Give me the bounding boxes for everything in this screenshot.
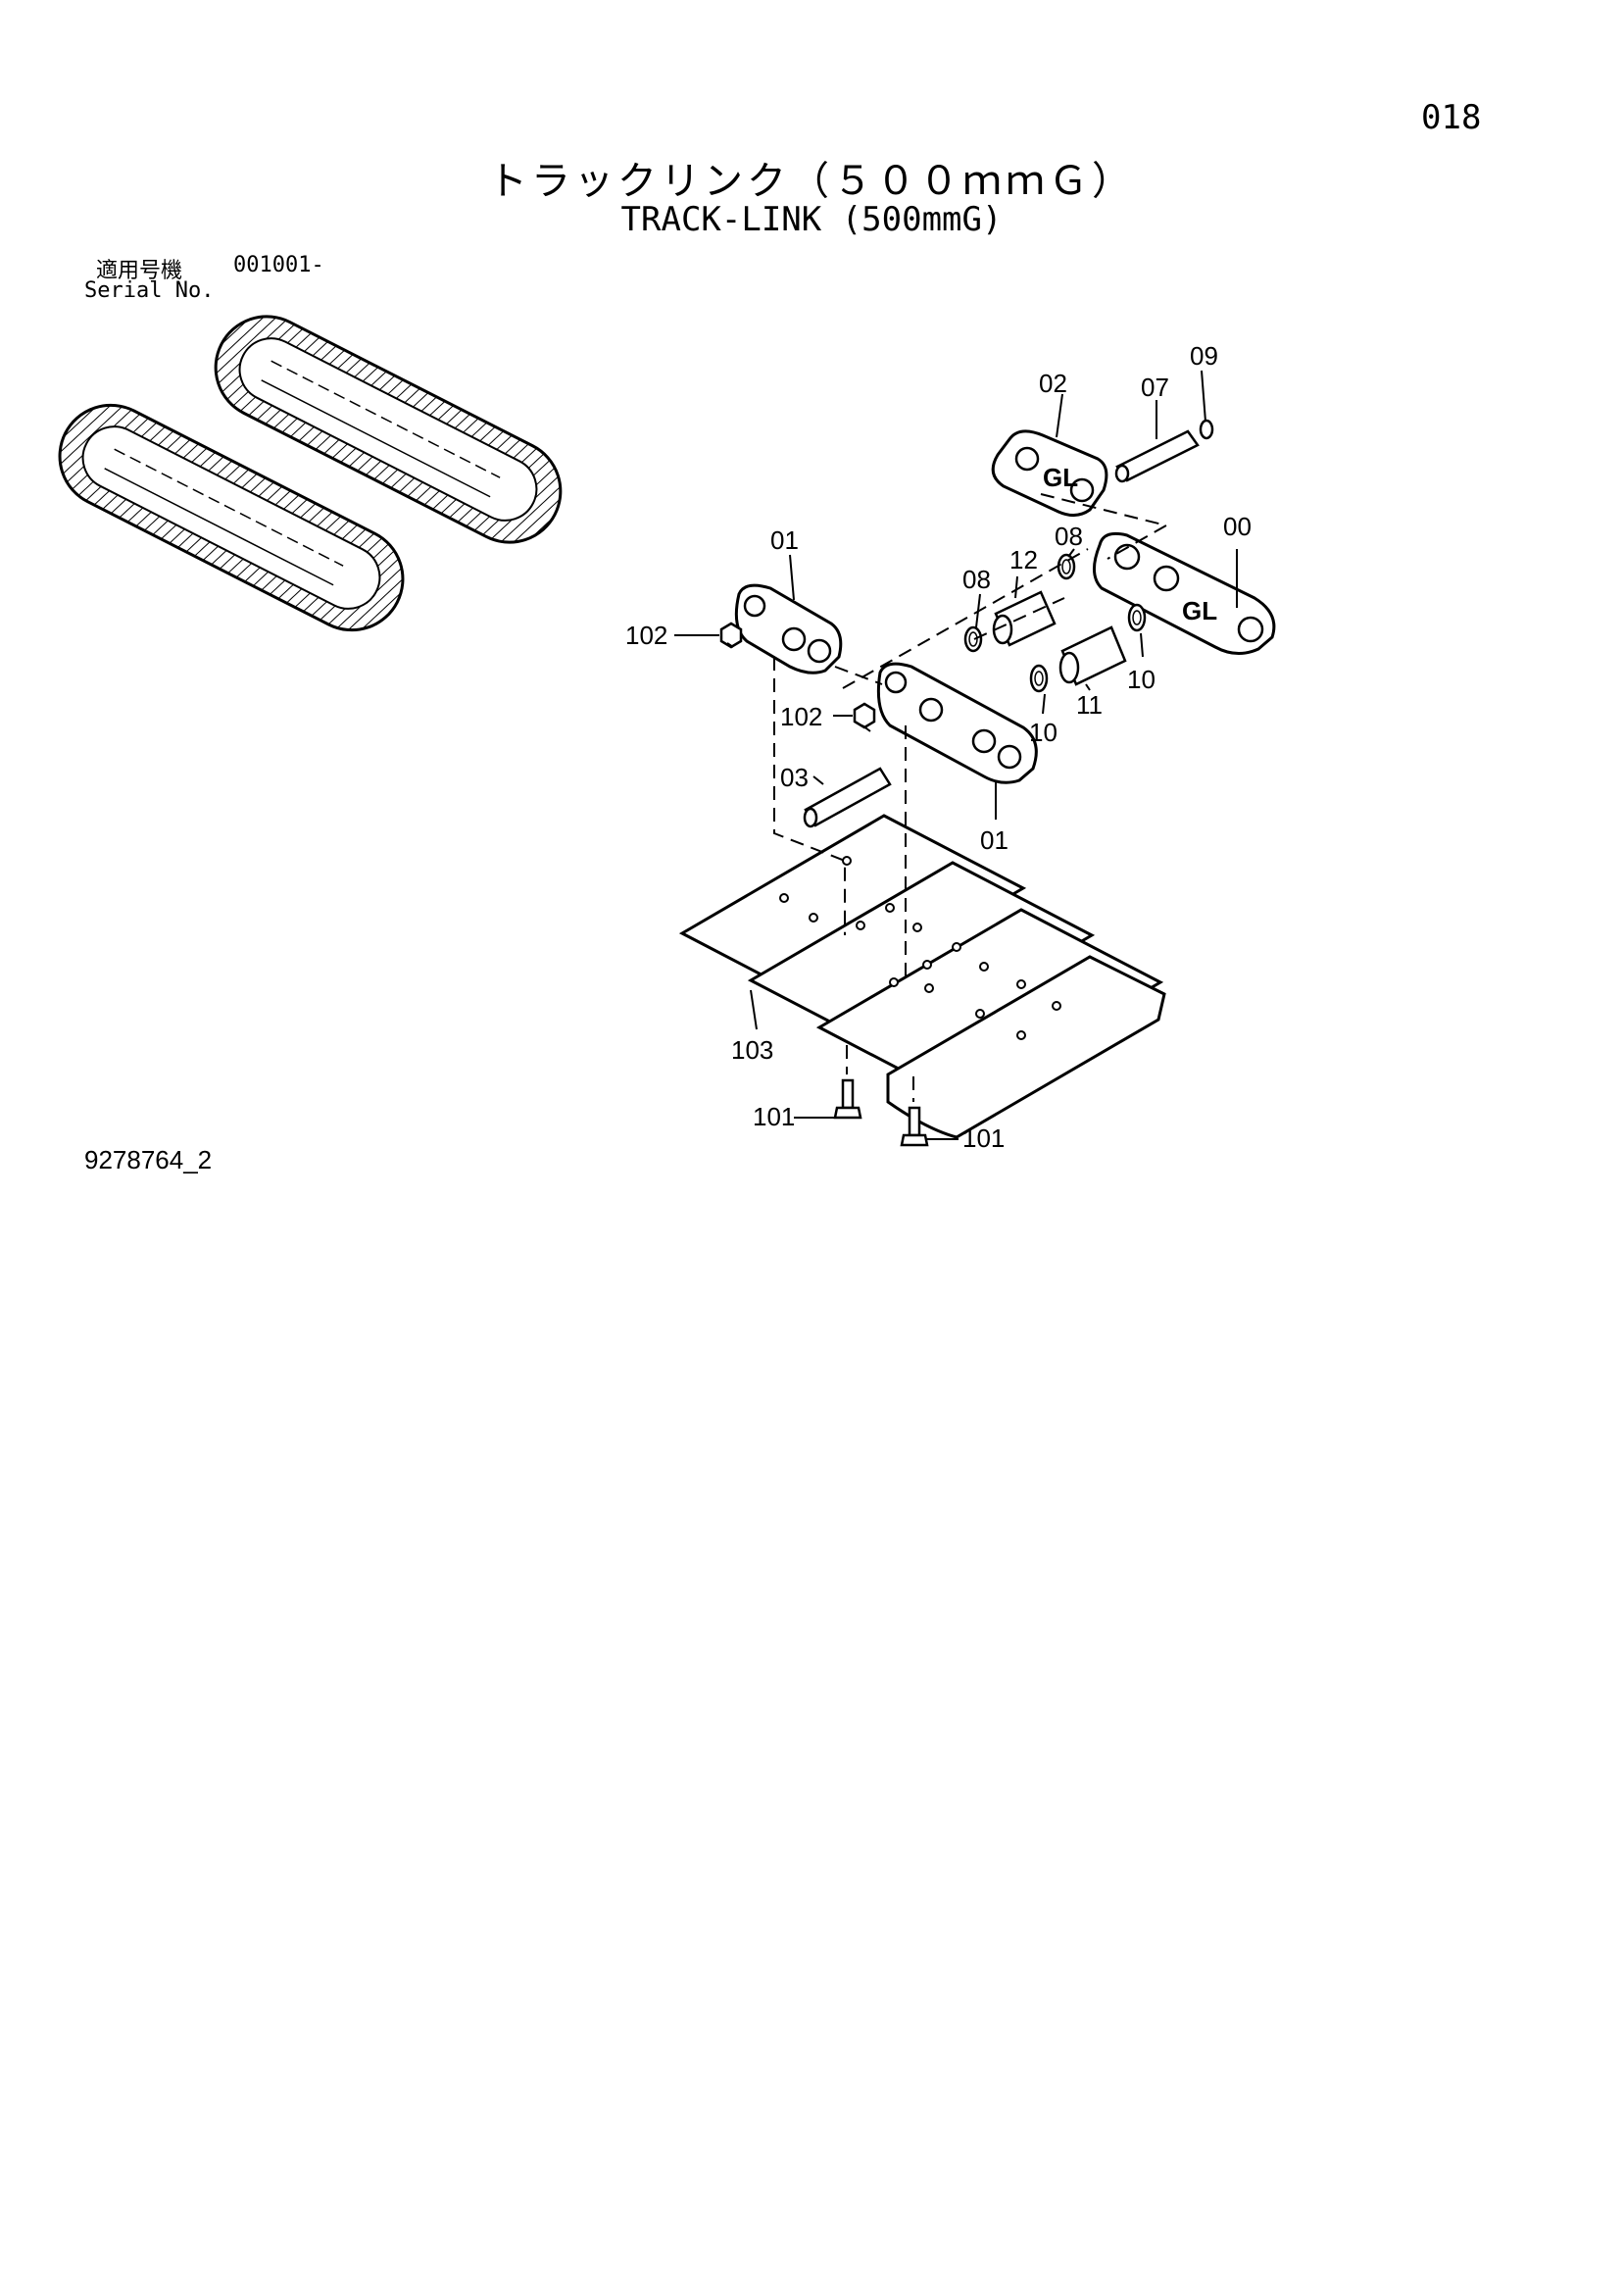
callout-03: 03 [780, 763, 809, 792]
track-link-part-01-lower [876, 662, 1038, 784]
callout-02: 02 [1039, 369, 1067, 398]
track-link-part-01-upper [734, 583, 843, 674]
drawing-code: 9278764_2 [84, 1145, 213, 1174]
callout-01-upper: 01 [770, 525, 799, 555]
page-number: 018 [1421, 98, 1482, 137]
svg-text:GL: GL [1043, 463, 1078, 492]
svg-text:GL: GL [1182, 596, 1217, 625]
callout-102-left: 102 [625, 621, 667, 650]
seal-part-10-left [1029, 664, 1049, 693]
assembly-guide-lines [726, 493, 1169, 1102]
callout-08-left: 08 [962, 565, 991, 594]
part-callouts: 09 02 07 00 08 01 12 08 102 102 10 11 10… [625, 341, 1252, 1153]
callout-09: 09 [1190, 341, 1218, 371]
serial-number-value: 001001- [233, 253, 324, 277]
pin-part-03 [803, 767, 892, 828]
shoe-plates-part-103 [678, 814, 1166, 1139]
crawler-track-front [58, 403, 405, 632]
serial-label-japanese: 適用号機 [96, 259, 183, 283]
callout-102-right: 102 [780, 702, 822, 731]
bolt-part-101-left [833, 1078, 862, 1120]
crawler-track-rear [214, 315, 563, 544]
shoe-bolt-holes [779, 856, 1061, 1040]
page-title-japanese: トラックリンク（５００ｍｍＧ） [488, 159, 1135, 204]
callout-07: 07 [1141, 373, 1169, 402]
bushing-part-11 [1058, 625, 1127, 686]
track-link-part-02: GL [991, 429, 1108, 517]
nut-part-102-left [719, 622, 743, 649]
callout-12: 12 [1009, 545, 1038, 574]
callout-103: 103 [731, 1035, 773, 1065]
seal-part-08-left [963, 625, 983, 653]
bushing-part-12 [992, 590, 1057, 647]
page-title-english: TRACK-LINK (500mmG) [620, 200, 1003, 239]
bolt-part-101-right [900, 1106, 929, 1147]
pin-part-07 [1114, 429, 1200, 483]
callout-00: 00 [1223, 512, 1252, 541]
callout-10-right: 10 [1127, 665, 1156, 694]
serial-label-english: Serial No. [84, 278, 215, 303]
callout-01-lower: 01 [980, 825, 1008, 855]
callout-101-right: 101 [962, 1123, 1005, 1153]
nut-part-102-right [853, 702, 876, 729]
callout-101-left: 101 [753, 1102, 795, 1131]
callout-10-left: 10 [1029, 718, 1057, 747]
callout-leader-lines [674, 370, 1238, 1140]
callout-11: 11 [1076, 690, 1103, 720]
callout-08-right: 08 [1055, 522, 1083, 551]
seal-part-10-right [1127, 603, 1147, 632]
seal-part-08-right [1057, 553, 1076, 580]
snap-ring-part-09 [1199, 419, 1214, 440]
